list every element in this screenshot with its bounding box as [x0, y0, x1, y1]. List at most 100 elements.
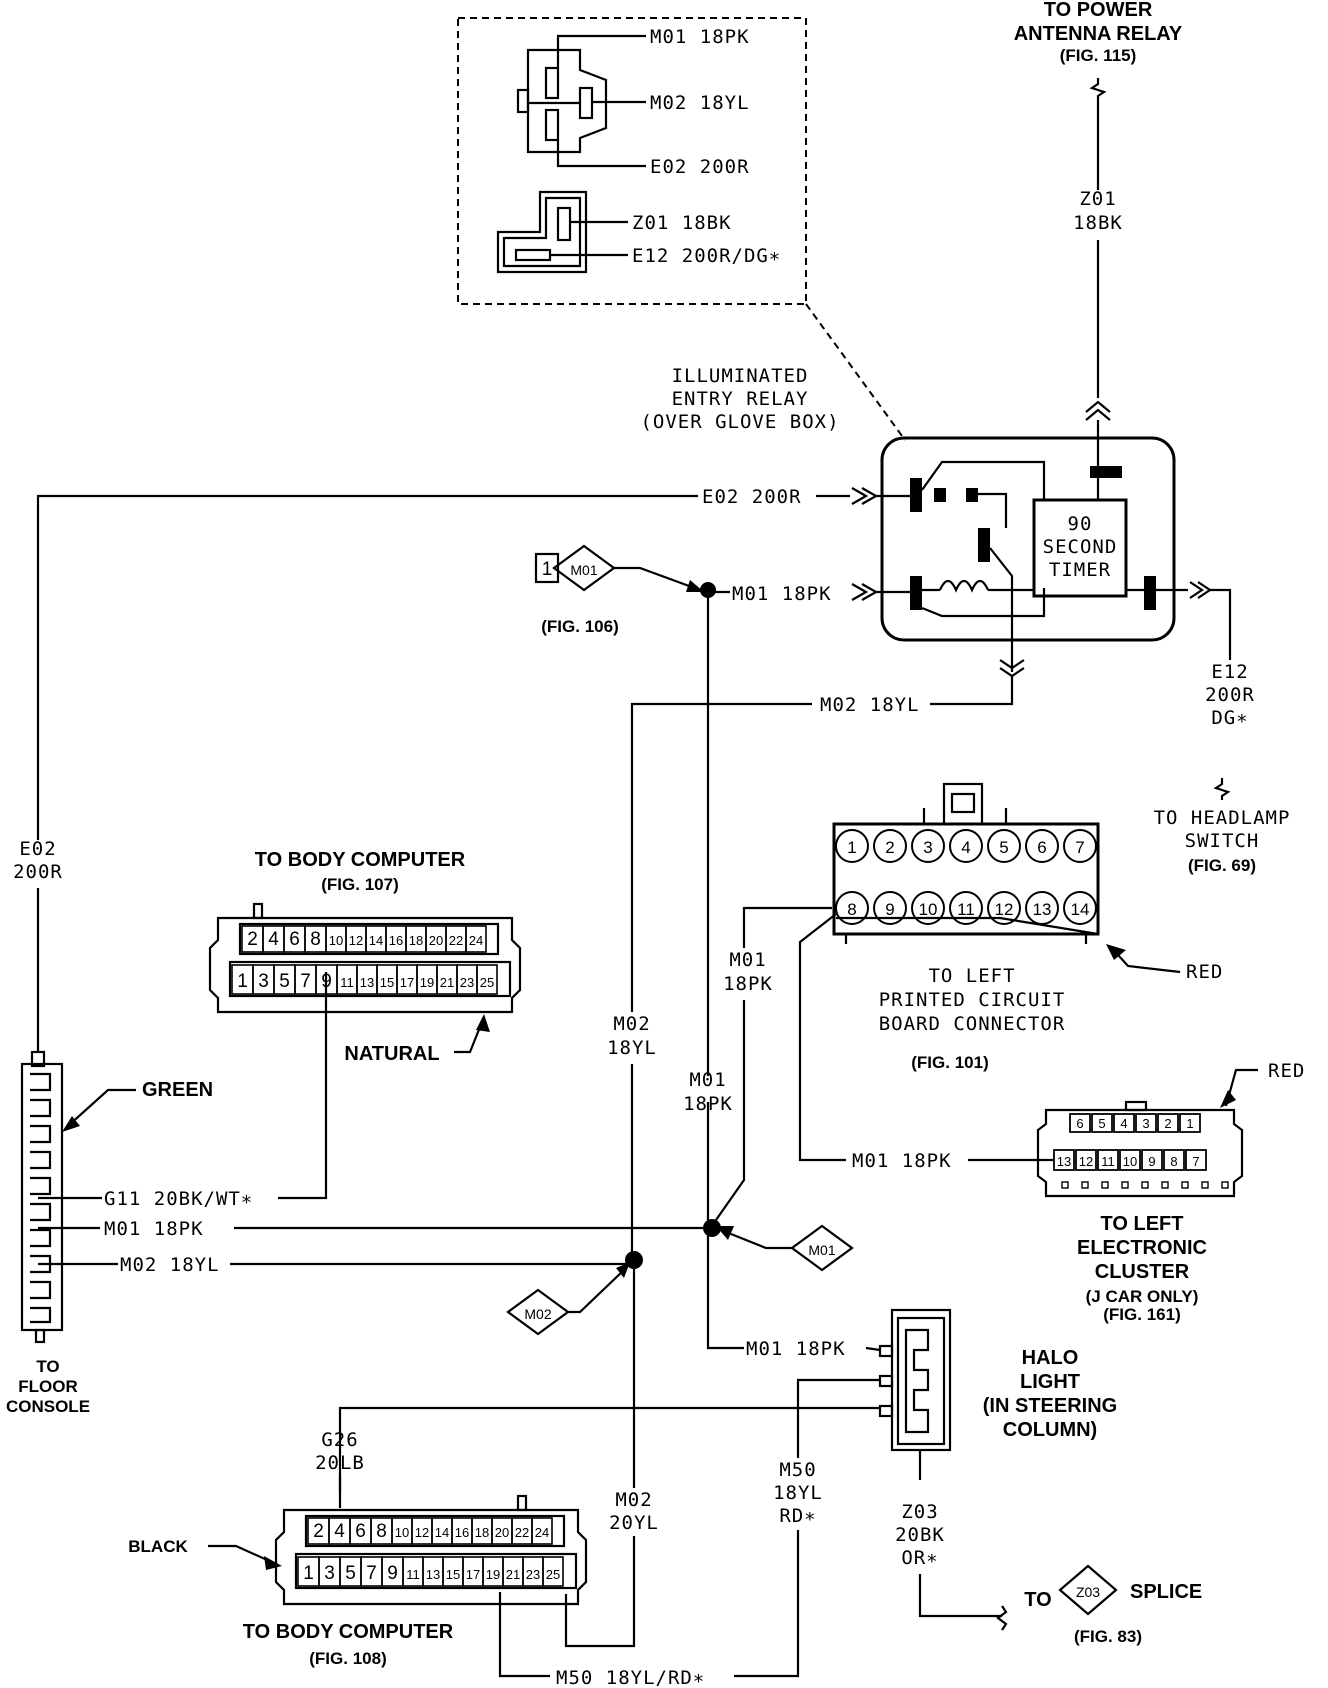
- antenna-title-1: TO POWER: [1044, 0, 1153, 21]
- cluster-pin-label: 5: [1098, 1116, 1105, 1131]
- pcb-pin-label: 13: [1033, 900, 1052, 919]
- bc-top-pin-label: 13: [360, 975, 374, 990]
- cluster-terminal: [1221, 1181, 1229, 1189]
- cluster-title-4: (J CAR ONLY): [1086, 1287, 1199, 1306]
- pcb-pin: [873, 891, 907, 925]
- antenna-wire-label-2: 18BK: [1073, 212, 1123, 234]
- z03-label-2: 20BK: [895, 1524, 945, 1546]
- cluster-pin: [1091, 1113, 1113, 1133]
- bc-top-pin-label: 8: [310, 929, 321, 950]
- cluster-pin: [1053, 1149, 1075, 1171]
- cluster-pin: [1163, 1149, 1185, 1171]
- pcb-pin: [911, 891, 945, 925]
- bc-bottom-pin-label: 24: [535, 1525, 549, 1540]
- inset-label-e12: E12 200R/DG∗: [632, 245, 781, 267]
- fig106-label: (FIG. 106): [541, 617, 618, 636]
- splice-to: TO: [1024, 1589, 1051, 1611]
- m02-bottom-label-2: 20YL: [609, 1512, 659, 1534]
- bc-bottom-pin-cell: [531, 1517, 553, 1545]
- bc-bottom-pin-label: 8: [376, 1521, 387, 1542]
- m02-left-label: M02 18YL: [120, 1254, 220, 1276]
- headlamp-title-1: TO HEADLAMP: [1154, 807, 1291, 829]
- bc-bottom-pin-label: 22: [515, 1525, 529, 1540]
- pcb-pin: [873, 829, 907, 863]
- cluster-pin-label: 6: [1076, 1116, 1083, 1131]
- connector-inset: [457, 17, 807, 305]
- cluster-pin-label: 1: [1186, 1116, 1193, 1131]
- cluster-pin-label: 11: [1101, 1154, 1115, 1169]
- cluster-pin-label: 9: [1148, 1154, 1155, 1169]
- bc-top-pin-label: 24: [469, 933, 483, 948]
- bc-top-pin-label: 22: [449, 933, 463, 948]
- bc-bottom-pin-label: 7: [366, 1563, 377, 1584]
- bc-top-pin-label: 3: [258, 971, 269, 992]
- pcb-pin: [949, 891, 983, 925]
- m02-top-label: M02 18YL: [820, 694, 920, 716]
- antenna-wire-top: [1089, 78, 1107, 190]
- inset-leader: [805, 303, 906, 441]
- m01-splice-label: M01: [808, 1242, 835, 1258]
- bc-top-pin-label: 18: [409, 933, 423, 948]
- m02-splice-label: M02: [524, 1306, 551, 1322]
- pcb-pin: [1063, 891, 1097, 925]
- bc-top-pin-label: 12: [349, 933, 363, 948]
- e02-left-label-1: E02: [19, 838, 56, 860]
- bc-bottom-pin-label: 20: [495, 1525, 509, 1540]
- inset-label-m01: M01 18PK: [650, 26, 750, 48]
- pcb-pin: [987, 829, 1021, 863]
- bc-bottom-pin-label: 2: [313, 1521, 324, 1542]
- m01-mid-label-1: M01: [689, 1069, 726, 1091]
- halo-title-3: (IN STEERING: [983, 1395, 1117, 1417]
- headlamp-fig: (FIG. 69): [1188, 856, 1256, 875]
- pcb-pin-label: 12: [995, 900, 1014, 919]
- bc-bottom-pin-label: 6: [355, 1521, 366, 1542]
- bc-bottom-pin-label: 19: [486, 1567, 500, 1582]
- m01-mid-label-2: 18PK: [683, 1093, 733, 1115]
- bc-top-pin-label: 11: [340, 975, 354, 990]
- bc-bottom-pin-label: 21: [506, 1567, 520, 1582]
- m01-cluster-label: M01 18PK: [852, 1150, 952, 1172]
- m01-pcb-label-2: 18PK: [723, 973, 773, 995]
- bc-bottom-pin-label: 11: [406, 1567, 420, 1582]
- m02-mid-label-1: M02: [613, 1013, 650, 1035]
- pcb-pin: [987, 891, 1021, 925]
- bc-bottom-pin-label: 12: [415, 1525, 429, 1540]
- bc-bottom-pin-label: 3: [324, 1563, 335, 1584]
- bc-bottom-title: TO BODY COMPUTER: [243, 1621, 454, 1643]
- e02-wire: [36, 494, 698, 840]
- pcb-color: RED: [1186, 961, 1223, 983]
- pcb-pin: [949, 829, 983, 863]
- cluster-title-1: TO LEFT: [1101, 1213, 1184, 1235]
- bc-bottom-pin-label: 23: [526, 1567, 540, 1582]
- inset-label-m02: M02 18YL: [650, 92, 750, 114]
- halo-title-2: LIGHT: [1020, 1371, 1080, 1393]
- m01-left-label: M01 18PK: [104, 1218, 204, 1240]
- cluster-pin-label: 13: [1057, 1154, 1071, 1169]
- e12-label-2: 200R: [1205, 684, 1255, 706]
- m50-label-2: 18YL: [773, 1482, 823, 1504]
- bc-top-pin-cell: [476, 964, 498, 995]
- bc-bottom-pin-label: 5: [345, 1563, 356, 1584]
- bc-top-pin-label: 20: [429, 933, 443, 948]
- cluster-pin: [1069, 1113, 1091, 1133]
- pcb-pin-label: 1: [847, 838, 856, 857]
- cluster-terminal: [1141, 1181, 1149, 1189]
- bc-bottom-pin-label: 17: [466, 1567, 480, 1582]
- headlamp-title-2: SWITCH: [1185, 830, 1260, 852]
- m50-label-3: RD∗: [779, 1505, 816, 1527]
- bc-bottom-pin-label: 25: [546, 1567, 560, 1582]
- pcb-pin-label: 9: [885, 900, 894, 919]
- pcb-pin-label: 14: [1071, 900, 1090, 919]
- bc-bottom-pin-label: 9: [387, 1563, 398, 1584]
- pcb-title-3: BOARD CONNECTOR: [879, 1013, 1066, 1035]
- m02-mid-label-2: 18YL: [607, 1037, 657, 1059]
- cluster-pin: [1135, 1113, 1157, 1133]
- pcb-pin-label: 7: [1075, 838, 1084, 857]
- inset-label-z01: Z01 18BK: [632, 212, 732, 234]
- cluster-pin-label: 2: [1164, 1116, 1171, 1131]
- antenna-title-2: ANTENNA RELAY: [1014, 23, 1183, 45]
- m50-label-1: M50: [779, 1459, 816, 1481]
- splice-word: SPLICE: [1130, 1581, 1202, 1603]
- e12-label-1: E12: [1211, 661, 1248, 683]
- g26-label-1: G26: [321, 1429, 358, 1451]
